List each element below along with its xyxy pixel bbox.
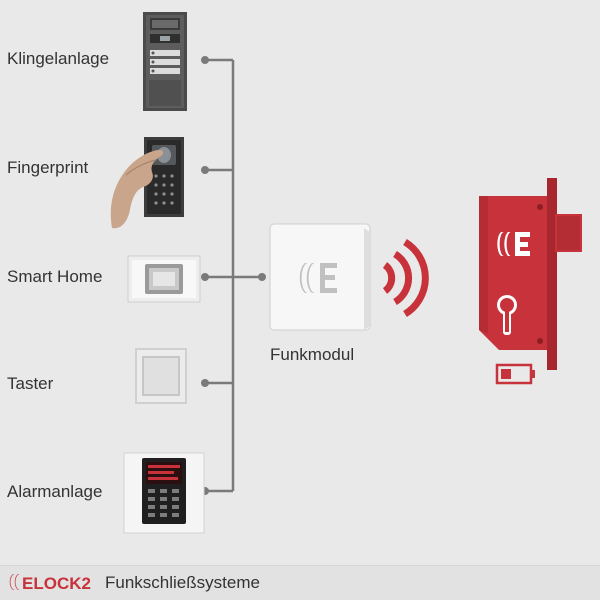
device-label-taster: Taster: [7, 374, 54, 393]
diagram-canvas: [110, 12, 582, 534]
brand-logo: ELOCK2: [9, 574, 91, 593]
footer-caption: Funkschließsysteme: [105, 573, 260, 592]
smart-home-switch-icon: [127, 255, 201, 303]
device-label-fingerprint: Fingerprint: [7, 158, 89, 177]
push-button-icon: [135, 348, 187, 404]
connection-lines: [205, 58, 262, 493]
device-label-alarmanlage: Alarmanlage: [7, 482, 103, 501]
doorbell-panel-icon: [143, 12, 187, 111]
fingerprint-reader-icon: [110, 137, 184, 229]
motor-lock-icon: [479, 178, 582, 370]
footer-bar: [0, 565, 600, 600]
device-label-klingelanlage: Klingelanlage: [7, 49, 110, 68]
brand-logo-text: ELOCK2: [22, 574, 91, 593]
device-label-smart-home: Smart Home: [7, 267, 103, 286]
radio-module-icon: [269, 223, 371, 331]
radio-wave-icon: [382, 239, 429, 317]
module-label: Funkmodul: [270, 345, 355, 364]
battery-icon: [495, 363, 535, 385]
alarm-keypad-icon: [123, 452, 205, 534]
